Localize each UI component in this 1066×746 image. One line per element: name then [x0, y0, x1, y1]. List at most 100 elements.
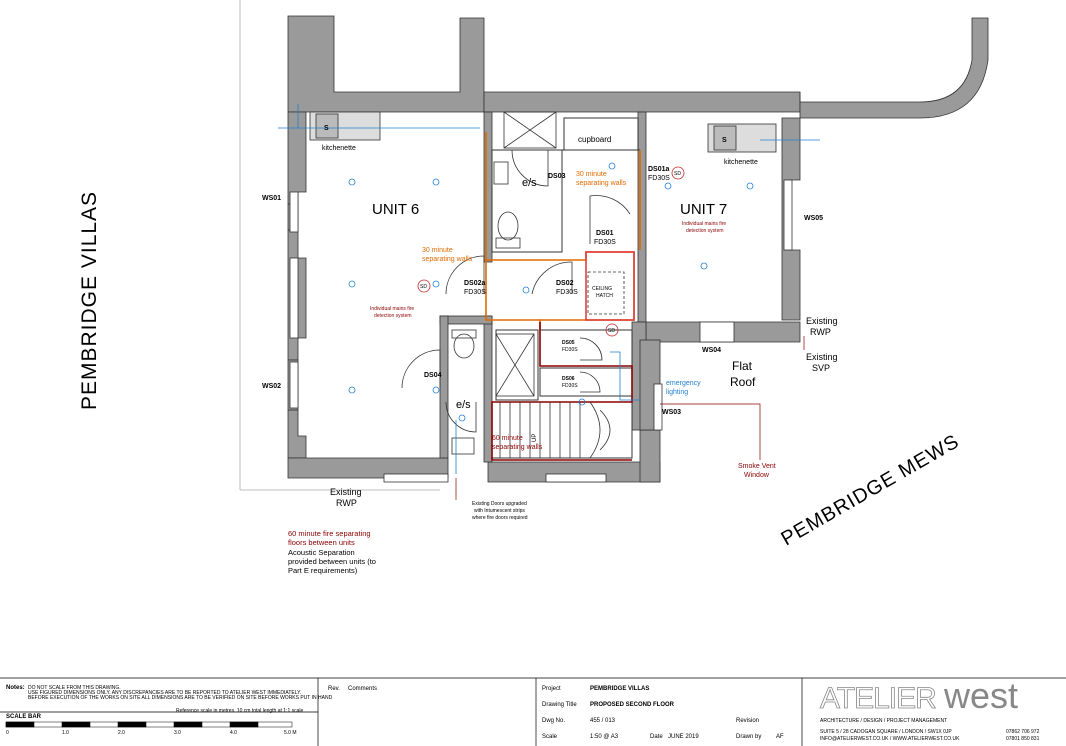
door-label: FD30S	[556, 289, 578, 296]
scale-bar-label: SCALE BAR	[6, 714, 42, 720]
dwg-no-value: 455 / 013	[590, 718, 616, 724]
flat-roof-label: Roof	[730, 375, 756, 389]
address-line: INFO@ATELIERWEST.CO.UK / WWW.ATELIERWEST…	[820, 736, 960, 742]
drawn-by-label: Drawn by	[736, 734, 761, 740]
logo-text: west	[943, 675, 1018, 716]
fire-separation-lines	[485, 132, 641, 461]
scale-tick: 0	[6, 730, 9, 736]
scale-note: Reference scale in metres. 10 cm total l…	[176, 708, 304, 714]
sd-label: SD	[420, 284, 427, 290]
existing-rwp-note: Existing	[806, 316, 838, 326]
door-label: DS01	[596, 230, 614, 237]
fire-walls-note: 30 minute	[422, 247, 453, 254]
kitchenette-label: kitchenette	[322, 145, 356, 152]
doors-upgraded-note: where fire doors required	[472, 515, 528, 521]
address-line: SUITE 5 / 28 CADOGAN SQUARE / LONDON / S…	[820, 729, 952, 735]
project-value: PEMBRIDGE VILLAS	[590, 686, 649, 692]
stair-up-label: UP	[532, 434, 538, 442]
fire-floors-note: floors between units	[288, 538, 355, 547]
street-right-label: PEMBRIDGE MEWS	[778, 430, 964, 550]
window-label: WS05	[804, 215, 823, 222]
title-block	[0, 677, 1066, 746]
date-label: Date	[650, 734, 663, 740]
fire-walls-note: separating walls	[422, 256, 473, 263]
walls	[287, 15, 989, 483]
door-label: DS05	[562, 340, 575, 346]
scale-tick: 3.0	[174, 730, 181, 736]
door-label: FD30S	[562, 383, 578, 389]
dwg-no-label: Dwg No.	[542, 718, 565, 724]
fire-detection-note: Individual mains fire	[370, 306, 414, 312]
fire-detection-note: detection system	[686, 228, 724, 234]
kitchenette-label: kitchenette	[724, 159, 758, 166]
light-points	[278, 104, 820, 474]
door-swings	[401, 149, 631, 433]
existing-svp-note: Existing	[806, 352, 838, 362]
phone-line: 07801 850 831	[1006, 736, 1040, 742]
fixtures	[309, 111, 777, 459]
door-label: DS02	[556, 280, 574, 287]
ensuite-label: e/s	[456, 399, 471, 411]
fire-detection-note: detection system	[374, 313, 412, 319]
internal-walls	[491, 117, 640, 459]
notes-line: BEFORE EXECUTION OF THE WORKS ON SITE AL…	[28, 695, 333, 701]
doors-upgraded-note: Existing Doors upgraded	[472, 501, 527, 507]
fire-walls-note: separating walls	[576, 180, 627, 187]
notes-label: Notes:	[6, 685, 25, 691]
ensuite-label: e/s	[522, 177, 537, 189]
ceiling-hatch-label: CEILING	[592, 286, 612, 292]
door-label: FD30S	[464, 289, 486, 296]
window-label: WS04	[702, 347, 721, 354]
flat-roof-label: Flat	[732, 359, 753, 373]
smoke-vent-note: Smoke Vent	[738, 463, 776, 470]
existing-rwp-note: RWP	[810, 327, 831, 337]
existing-rwp-note: Existing	[330, 487, 362, 497]
scale-tick: 1.0	[62, 730, 69, 736]
window-label: WS02	[262, 383, 281, 390]
fire-walls-note: 60 minute	[492, 435, 523, 442]
sheet-border	[239, 0, 440, 491]
door-label: FD30S	[562, 347, 578, 353]
door-label: FD30S	[648, 175, 670, 182]
scale-tick: 5.0 M	[284, 730, 297, 736]
acoustic-note: Part E requirements)	[288, 566, 358, 575]
phone-line: 07862 706 972	[1006, 729, 1040, 735]
scale-bar	[5, 721, 293, 728]
emergency-lighting-note: emergency	[666, 380, 701, 387]
existing-svp-note: SVP	[812, 363, 830, 373]
door-label: DS06	[562, 376, 575, 382]
fire-detection-note: Individual mains fire	[682, 221, 726, 227]
drawn-by-value: AF	[776, 734, 784, 740]
notes-line: USE FIGURED DIMENSIONS ONLY. ANY DISCREP…	[28, 690, 301, 696]
door-label: DS04	[424, 372, 442, 379]
ceiling-hatch-label: HATCH	[596, 293, 613, 299]
drawing-title-value: PROPOSED SECOND FLOOR	[590, 702, 675, 708]
cupboard-label: cupboard	[578, 135, 611, 144]
leader-lines	[455, 336, 805, 500]
window-label: WS01	[262, 195, 281, 202]
smoke-detectors	[417, 166, 685, 337]
sink-label: S	[722, 137, 727, 144]
rev-label: Rev.	[328, 686, 340, 692]
acoustic-note: provided between units (to	[288, 557, 376, 566]
sink-label: S	[324, 125, 329, 132]
windows	[289, 179, 793, 483]
unit6-label: UNIT 6	[372, 201, 419, 218]
smoke-vent-note: Window	[744, 472, 770, 479]
door-label: DS01a	[648, 166, 670, 173]
fire-walls-note: 30 minute	[576, 171, 607, 178]
door-label: FD30S	[594, 239, 616, 246]
doors-upgraded-note: with Intumescent strips	[474, 508, 525, 514]
sd-label: SD	[608, 328, 615, 334]
fire-floors-note: 60 minute fire separating	[288, 529, 371, 538]
notes-line: DO NOT SCALE FROM THIS DRAWING.	[28, 685, 121, 691]
scale-value: 1:50 @ A3	[590, 734, 619, 740]
date-value: JUNE 2019	[668, 734, 699, 740]
fire-walls-note: separating walls	[492, 444, 543, 451]
acoustic-note: Acoustic Separation	[288, 548, 355, 557]
unit7-label: UNIT 7	[680, 201, 727, 218]
scale-tick: 4.0	[230, 730, 237, 736]
window-label: WS03	[662, 409, 681, 416]
revision-label: Revision	[736, 718, 759, 724]
door-label: DS03	[548, 173, 566, 180]
